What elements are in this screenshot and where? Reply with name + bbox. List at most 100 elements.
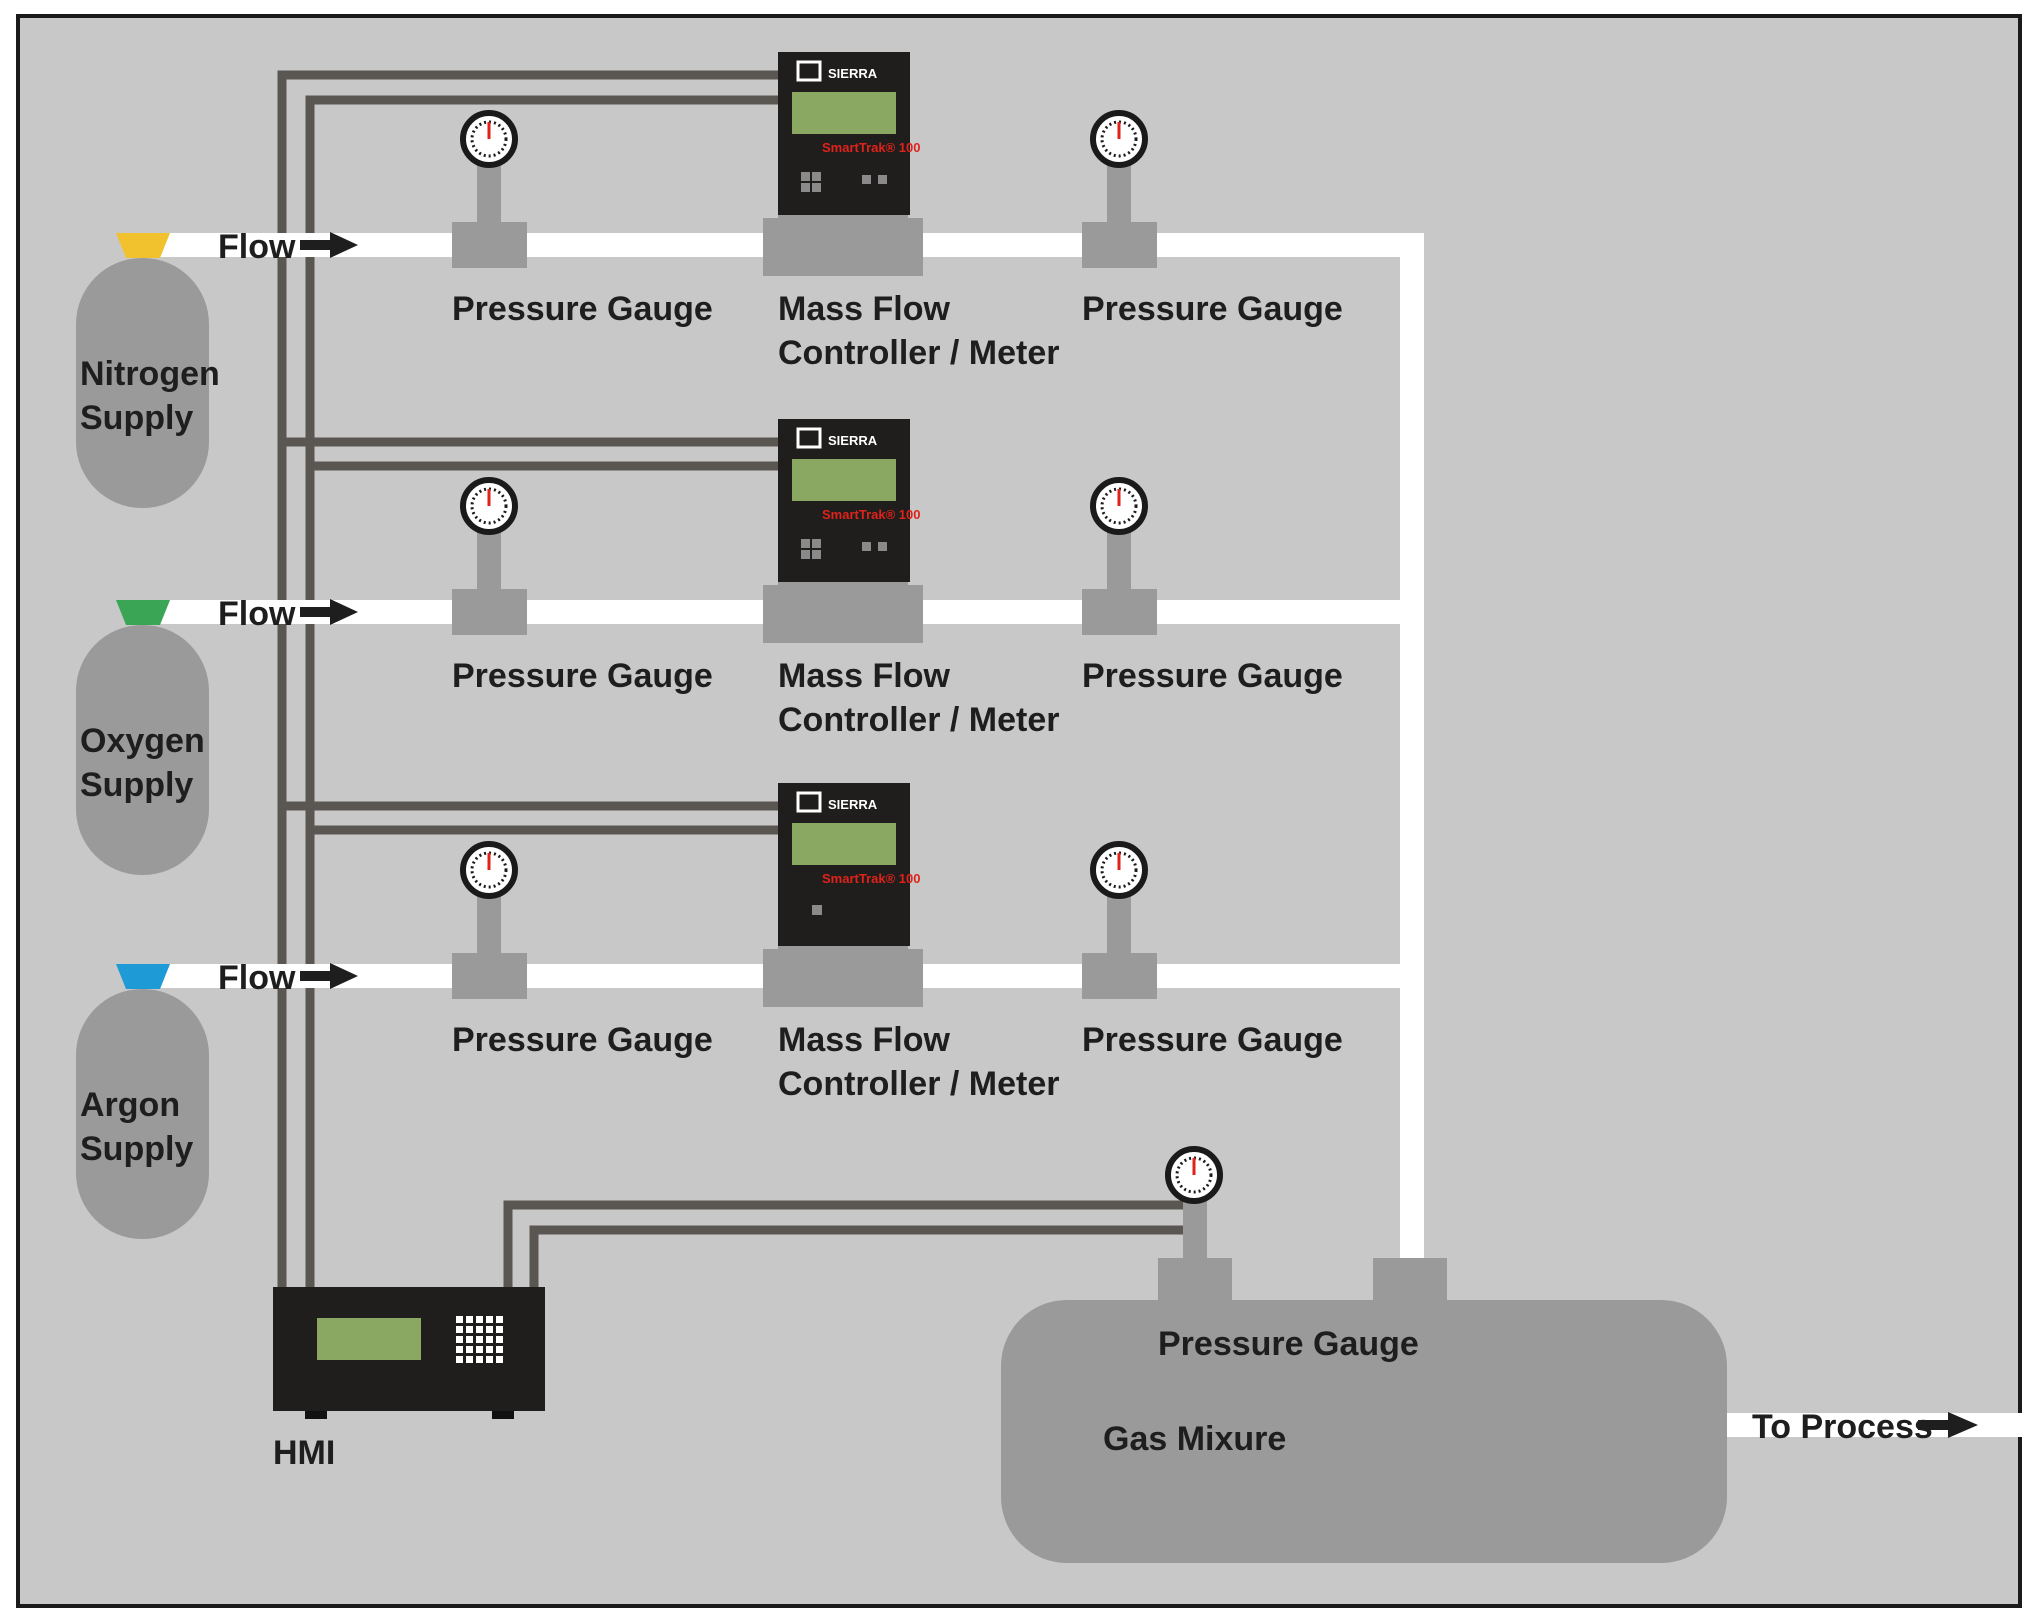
mfc-label-line1: Mass Flow [778, 290, 950, 328]
gas-cylinder [76, 989, 209, 1239]
supply-label-line2: Supply [80, 1130, 193, 1168]
gauge-tee-fitting [1082, 222, 1157, 268]
gauge-tee-fitting [1082, 589, 1157, 635]
flow-indicator-nitrogen: Flow [218, 228, 358, 266]
pressure-gauge-inlet [452, 477, 527, 635]
mfc-label-line1: Mass Flow [778, 657, 950, 695]
gauge-outlet-label: Pressure Gauge [1082, 1021, 1343, 1059]
tank-label: Gas Mixure [1103, 1420, 1286, 1458]
outlet-indicator: To Process [1752, 1408, 1978, 1446]
pressure-gauge-outlet [1082, 477, 1157, 635]
supply-label-line1: Nitrogen [80, 355, 220, 393]
gas-cylinder [76, 258, 209, 508]
tank-gauge-port [1158, 1258, 1232, 1304]
mfc-lcd-display [792, 823, 896, 865]
flow-label: Flow [218, 595, 296, 633]
mass-flow-controller: SIERRA SmartTrak® 100 [763, 783, 923, 1007]
outlet-label: To Process [1752, 1408, 1933, 1446]
tank-inlet-port [1373, 1258, 1447, 1304]
mass-flow-controller: SIERRA SmartTrak® 100 [763, 52, 923, 276]
flow-indicator-argon: Flow [218, 959, 358, 997]
supply-argon: Argon Supply [76, 964, 209, 1239]
gauge-dial-ticks [1175, 1156, 1213, 1194]
signal-wire-row1-inner [305, 95, 778, 1292]
signal-wires [277, 70, 1188, 1292]
supply-label-line2: Supply [80, 399, 193, 437]
supply-label-line2: Supply [80, 766, 193, 804]
gauge-inlet-label: Pressure Gauge [452, 1021, 713, 1059]
gauge-stem [477, 162, 501, 228]
mfc-lcd-display [792, 92, 896, 134]
supply-label-line1: Argon [80, 1086, 180, 1124]
pressure-gauge-inlet [452, 841, 527, 999]
gauge-tee-fitting [452, 953, 527, 999]
gauge-inlet-label: Pressure Gauge [452, 657, 713, 695]
flow-label: Flow [218, 228, 296, 266]
row-nitrogen-equipment: Pressure Gauge SIERRA SmartTrak® 100 Mas… [452, 52, 1343, 372]
cylinder-valve-cap [116, 600, 170, 625]
mfc-lcd-display [792, 459, 896, 501]
outlet-arrow-icon [1918, 1412, 1978, 1438]
mfc-model: SmartTrak® 100 [822, 140, 920, 155]
pressure-gauge-outlet [1082, 110, 1157, 268]
header-pipe-tees [1390, 624, 1400, 634]
mfc-label-line1: Mass Flow [778, 1021, 950, 1059]
flow-arrow-icon [300, 963, 358, 989]
gas-mixture-tank: Pressure Gauge Gas Mixure [1001, 1146, 1727, 1563]
mass-flow-controller: SIERRA SmartTrak® 100 [763, 419, 923, 643]
mfc-logo-icon [796, 427, 822, 449]
gauge-dial-ticks [1100, 487, 1138, 525]
gauge-dial-ticks [1100, 851, 1138, 889]
mfc-model: SmartTrak® 100 [822, 507, 920, 522]
gauge-outlet-label: Pressure Gauge [1082, 290, 1343, 328]
mfc-brand: SIERRA [828, 433, 878, 448]
mfc-brand: SIERRA [828, 797, 878, 812]
gauge-stem [1107, 529, 1131, 595]
supply-label-line1: Oxygen [80, 722, 205, 760]
mfc-flow-body [763, 218, 923, 276]
mfc-flow-body [763, 949, 923, 1007]
mfc-label-line2: Controller / Meter [778, 701, 1059, 739]
hmi-lcd-display [317, 1318, 421, 1360]
cylinder-valve-cap [116, 964, 170, 989]
tank-gauge-label: Pressure Gauge [1158, 1325, 1419, 1363]
signal-wire-tank-inner [529, 1225, 1188, 1292]
hmi-unit: HMI [273, 1287, 545, 1472]
mfc-label-line2: Controller / Meter [778, 334, 1059, 372]
tank-vessel [1001, 1300, 1727, 1563]
row-oxygen-equipment: Pressure Gauge SIERRA SmartTrak® 100 Mas… [452, 419, 1343, 739]
hmi-keypad-icon [456, 1316, 503, 1363]
cylinder-valve-cap [116, 233, 170, 258]
gauge-outlet-label: Pressure Gauge [1082, 657, 1343, 695]
mfc-logo-icon [796, 791, 822, 813]
gas-cylinder [76, 625, 209, 875]
hmi-label: HMI [273, 1434, 335, 1472]
gauge-stem [477, 529, 501, 595]
flow-indicator-oxygen: Flow [218, 595, 358, 633]
supply-nitrogen: Nitrogen Supply [76, 233, 220, 508]
gauge-dial-ticks [470, 487, 508, 525]
header-tee-row2 [1390, 624, 1400, 634]
signal-wire-row1-outer [277, 70, 778, 1292]
supply-oxygen: Oxygen Supply [76, 600, 209, 875]
gauge-dial-ticks [1100, 120, 1138, 158]
pipe-nitrogen [160, 233, 1424, 1262]
flow-label: Flow [218, 959, 296, 997]
gauge-inlet-label: Pressure Gauge [452, 290, 713, 328]
mfc-model: SmartTrak® 100 [822, 871, 920, 886]
pressure-gauge-outlet [1082, 841, 1157, 999]
mfc-indicator-icon [812, 905, 822, 915]
mfc-logo-icon [796, 60, 822, 82]
gauge-stem [1107, 893, 1131, 959]
gauge-stem [1107, 162, 1131, 228]
mfc-flow-body [763, 585, 923, 643]
gauge-tee-fitting [452, 222, 527, 268]
gauge-dial-ticks [470, 120, 508, 158]
mfc-brand: SIERRA [828, 66, 878, 81]
flow-arrow-icon [300, 599, 358, 625]
gauge-tee-fitting [452, 589, 527, 635]
tank-gauge-stem [1183, 1197, 1207, 1263]
mfc-keypad-icon [801, 172, 887, 192]
signal-wire-tank-outer [503, 1200, 1188, 1292]
